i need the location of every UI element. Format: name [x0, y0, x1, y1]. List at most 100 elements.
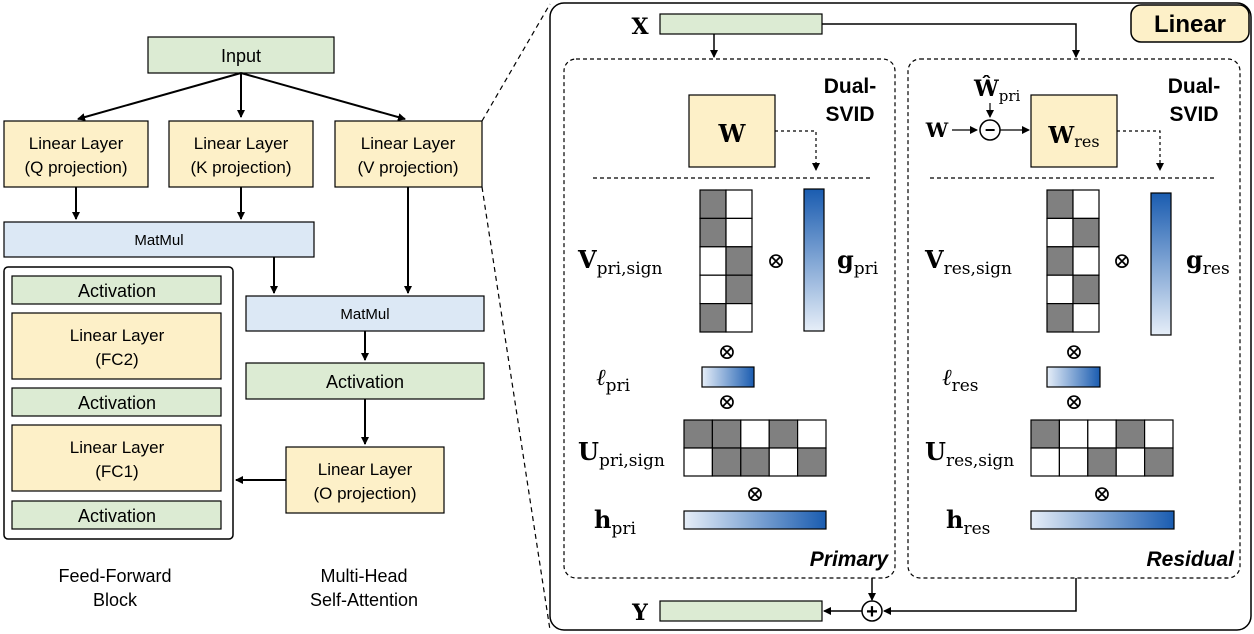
- matrix-cell: [683, 447, 713, 477]
- matrix-cell: [725, 274, 753, 305]
- primary-otimes-u-h: ⊗: [746, 482, 764, 507]
- primary-h-label: hpri: [594, 505, 636, 539]
- mhsa-caption-line1: Multi-Head: [320, 566, 407, 586]
- residual-otimes-v-l: ⊗: [1065, 340, 1083, 365]
- residual-u-label: Ures,sign: [925, 437, 1014, 471]
- matrix-cell: [725, 246, 753, 276]
- ffn-activation-top-box: [11, 275, 222, 305]
- residual-w-label: Wres: [1047, 122, 1099, 151]
- matrix-cell: [740, 419, 770, 449]
- residual-otimes-u-h: ⊗: [1093, 482, 1111, 507]
- q-projection-box: [3, 120, 149, 188]
- ffn-activation-bottom-label: Activation: [78, 506, 156, 526]
- ffn-activation-mid-label: Activation: [78, 393, 156, 413]
- transformer-block: Input Linear Layer (Q projection) Linear…: [3, 36, 485, 610]
- primary-h-vector: [683, 510, 827, 530]
- residual-w-box: [1030, 94, 1118, 168]
- matrix-cell: [1030, 447, 1060, 477]
- matrix-cell: [1087, 419, 1117, 449]
- zoom-line-top: [481, 3, 551, 122]
- y-vector: [659, 600, 823, 622]
- residual-otimes-v-g: ⊗: [1113, 249, 1131, 274]
- matrix-cell: [1030, 419, 1060, 449]
- fc1-box: [11, 424, 222, 492]
- v-projection-line2: (V projection): [357, 158, 458, 177]
- matrix-cell: [1058, 419, 1089, 449]
- matrix-cell: [768, 447, 799, 477]
- v-projection-line1: Linear Layer: [361, 134, 456, 153]
- primary-title-line2: SVID: [825, 103, 874, 126]
- residual-w-input-label: W: [925, 118, 949, 142]
- mhsa-caption-line2: Self-Attention: [310, 590, 418, 610]
- residual-title-line2: SVID: [1169, 103, 1218, 126]
- matrix-cell: [1072, 189, 1100, 219]
- matrix-cell: [725, 189, 753, 219]
- matrix-cell: [1046, 274, 1074, 305]
- ffn-container: [3, 266, 234, 540]
- fc1-line2: (FC1): [95, 462, 138, 481]
- primary-g-label: gpri: [837, 245, 879, 279]
- x-vector: [659, 13, 823, 35]
- primary-otimes-v-g: ⊗: [767, 249, 785, 274]
- residual-title-line1: Dual-: [1168, 75, 1221, 98]
- ffn-activation-bottom-box: [11, 500, 222, 530]
- residual-h-vector: [1030, 510, 1175, 530]
- k-projection-box: [168, 120, 314, 188]
- o-projection-line1: Linear Layer: [318, 460, 413, 479]
- matrix-cell: [683, 419, 713, 449]
- matrix-cell: [725, 303, 753, 333]
- subtract-symbol: −: [985, 120, 996, 140]
- primary-caption: Primary: [810, 548, 890, 571]
- matmul-qk-box: [3, 221, 315, 258]
- zoom-line-bottom: [481, 186, 551, 631]
- primary-title-line1: Dual-: [824, 75, 877, 98]
- v-projection-box: [334, 120, 483, 188]
- matrix-cell: [796, 419, 827, 449]
- attention-activation-label: Activation: [326, 372, 404, 392]
- primary-otimes-v-l: ⊗: [718, 340, 736, 365]
- residual-l-vector: [1046, 366, 1101, 388]
- matrix-cell: [1115, 419, 1146, 449]
- x-label: X: [631, 14, 649, 40]
- input-box: [147, 36, 335, 74]
- residual-branch: [907, 58, 1241, 579]
- primary-u-label: Upri,sign: [578, 437, 665, 471]
- matrix-cell: [740, 447, 770, 477]
- input-label: Input: [221, 46, 261, 66]
- residual-h-label: hres: [946, 505, 990, 539]
- matrix-cell: [1072, 246, 1100, 276]
- primary-v-label: Vpri,sign: [577, 245, 663, 279]
- matrix-cell: [1058, 447, 1089, 477]
- residual-g-vector: [1150, 192, 1172, 336]
- q-projection-line1: Linear Layer: [29, 134, 124, 153]
- add-symbol: +: [866, 601, 878, 623]
- matrix-cell: [1072, 303, 1100, 333]
- ffn-activation-top-label: Activation: [78, 281, 156, 301]
- q-projection-line2: (Q projection): [25, 158, 128, 177]
- ffn-activation-mid-box: [11, 387, 222, 417]
- fc2-line2: (FC2): [95, 350, 138, 369]
- matrix-cell: [1046, 246, 1074, 276]
- ffn-caption-line1: Feed-Forward: [58, 566, 171, 586]
- matrix-cell: [699, 246, 727, 276]
- o-projection-box: [285, 446, 445, 514]
- residual-v-sign-matrix: [1046, 189, 1100, 333]
- primary-l-label: ℓpri: [596, 365, 631, 396]
- primary-v-sign-matrix: [699, 189, 753, 333]
- residual-l-label: ℓres: [942, 365, 979, 396]
- residual-g-label: gres: [1186, 245, 1230, 279]
- matrix-cell: [1087, 447, 1117, 477]
- residual-v-label: Vres,sign: [924, 245, 1012, 279]
- matrix-cell: [1046, 303, 1074, 333]
- primary-otimes-l-u: ⊗: [718, 390, 736, 415]
- matrix-cell: [796, 447, 827, 477]
- matrix-cell: [1046, 217, 1074, 248]
- matrix-cell: [725, 217, 753, 248]
- primary-w-box: [688, 94, 776, 168]
- residual-u-sign-matrix: [1030, 419, 1174, 477]
- linear-detail-panel: Linear X Dual- SVID W Vpri,sign ⊗ gpri ⊗…: [549, 2, 1252, 631]
- matrix-cell: [1115, 447, 1146, 477]
- matmul-v-label: MatMul: [340, 306, 389, 323]
- matrix-cell: [1072, 217, 1100, 248]
- primary-l-vector: [701, 366, 755, 388]
